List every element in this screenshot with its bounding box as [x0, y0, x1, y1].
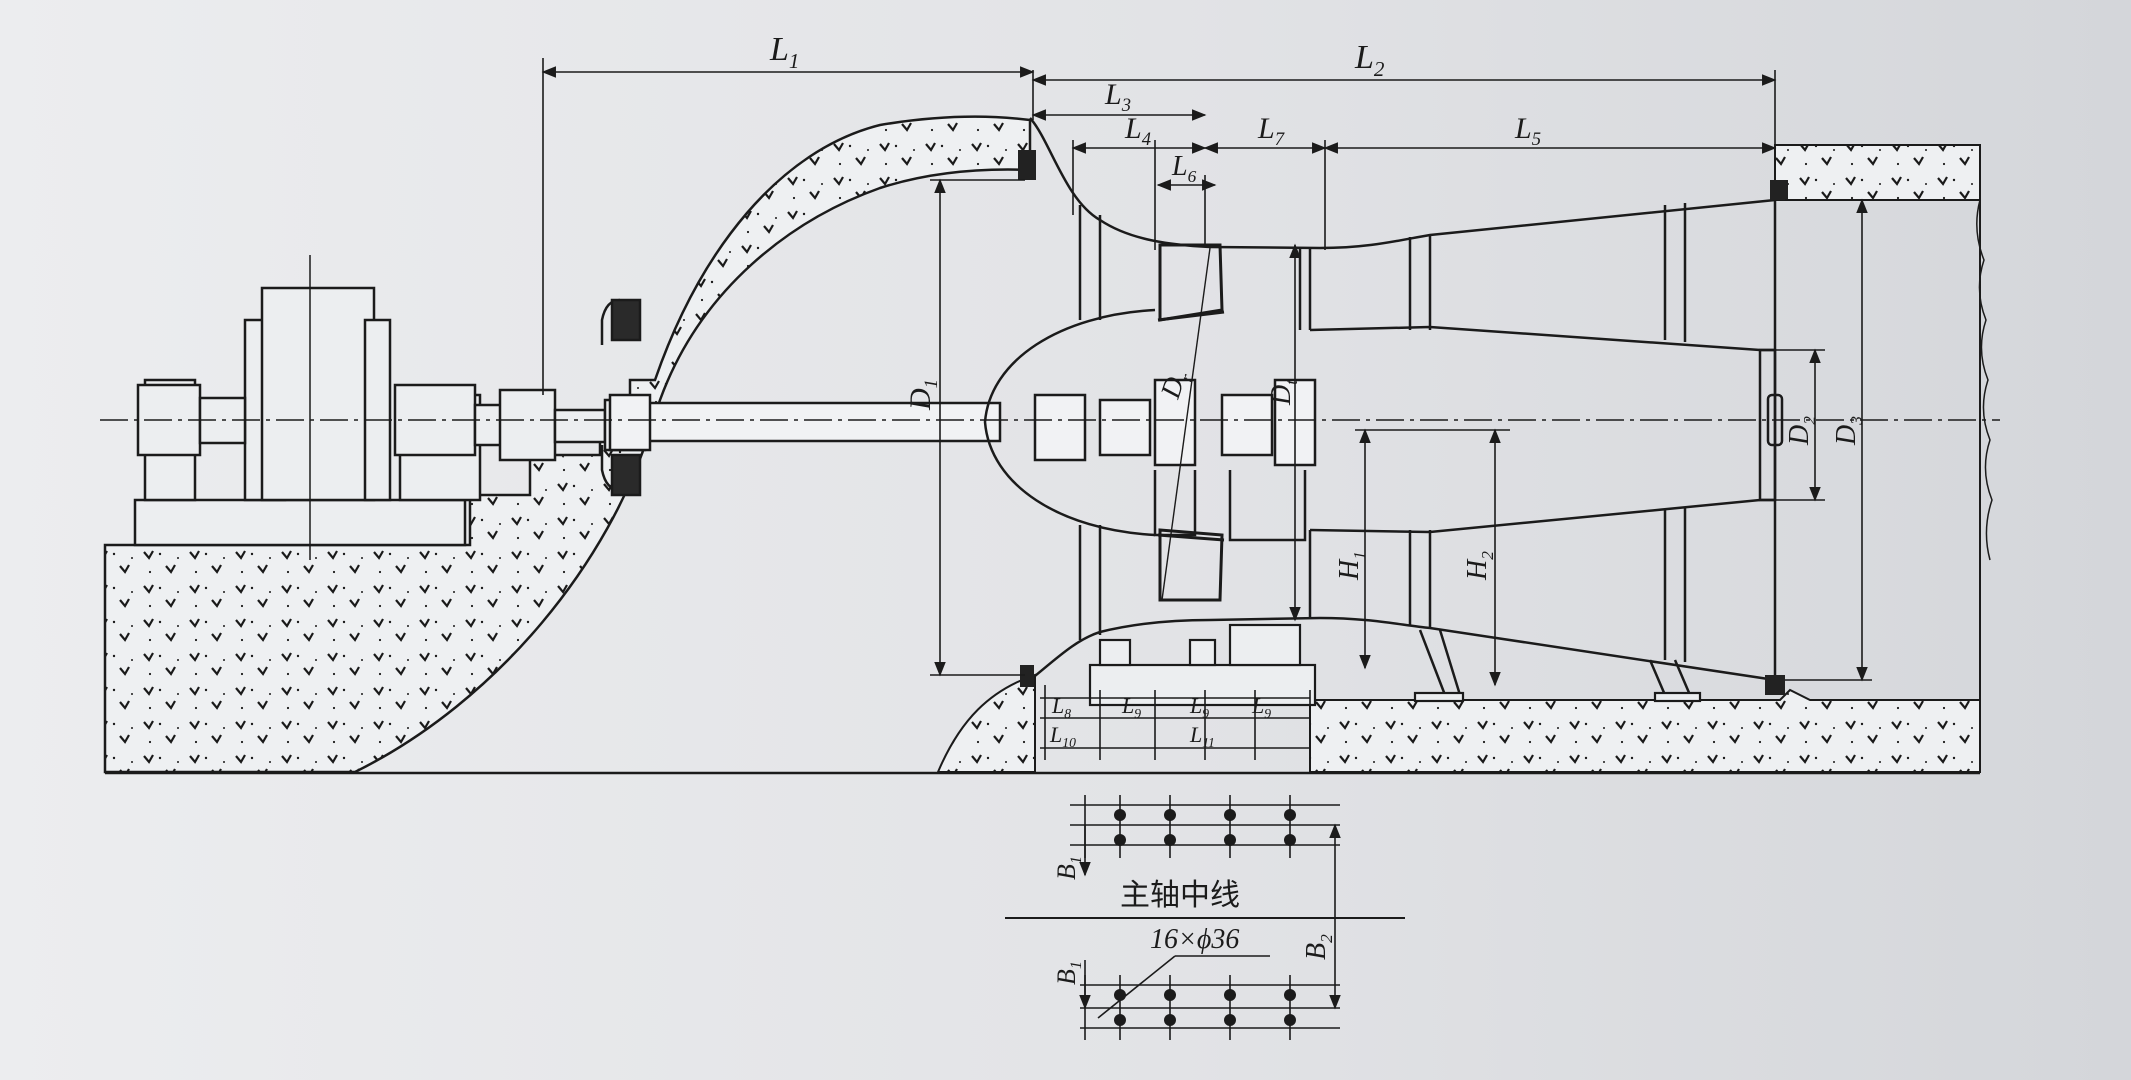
label-L4: L4: [1124, 112, 1151, 150]
label-L2: L2: [1354, 39, 1385, 81]
dimension-labels: L1 L2 L3 L4 L7 L5 L6 D1 Dr Dt D2 D3 H1 H…: [769, 31, 1866, 985]
bolt-holes: [1114, 809, 1296, 1026]
label-L1: L1: [769, 31, 799, 73]
label-L11: L11: [1189, 722, 1215, 750]
ground-lines: [105, 199, 1993, 775]
label-L9-a: L9: [1121, 693, 1141, 721]
label-B2: B2: [1301, 934, 1336, 960]
label-L9-b: L9: [1189, 693, 1209, 721]
turbine-hub: [983, 308, 1317, 542]
dimension-lines: [541, 58, 1872, 760]
label-H2: H2: [1462, 551, 1497, 581]
label-L8: L8: [1051, 693, 1071, 721]
label-L6: L6: [1171, 151, 1197, 186]
label-B1-lower: B1: [1052, 961, 1085, 985]
bolt-layout-plan: [1005, 795, 1405, 1040]
label-H1: H1: [1334, 551, 1369, 581]
label-L3: L3: [1104, 78, 1131, 116]
concrete-foundation: [103, 115, 1981, 774]
label-L7: L7: [1257, 112, 1285, 150]
label-L9-c: L9: [1251, 693, 1271, 721]
runner-blades: [1157, 243, 1225, 602]
flange-details: [1018, 150, 1788, 695]
label-B1-upper: B1: [1052, 856, 1085, 880]
label-D3: D3: [1831, 416, 1866, 446]
main-axis-label: 主轴中线: [1120, 878, 1240, 913]
bolt-spec-label: 16×ϕ36: [1150, 924, 1239, 955]
support-base: [1088, 623, 1702, 707]
label-L5: L5: [1514, 112, 1541, 150]
label-D1: D1: [904, 379, 942, 411]
label-L10: L10: [1049, 722, 1076, 750]
label-D2: D2: [1784, 416, 1819, 446]
label-Dt: Dt: [1266, 379, 1301, 406]
